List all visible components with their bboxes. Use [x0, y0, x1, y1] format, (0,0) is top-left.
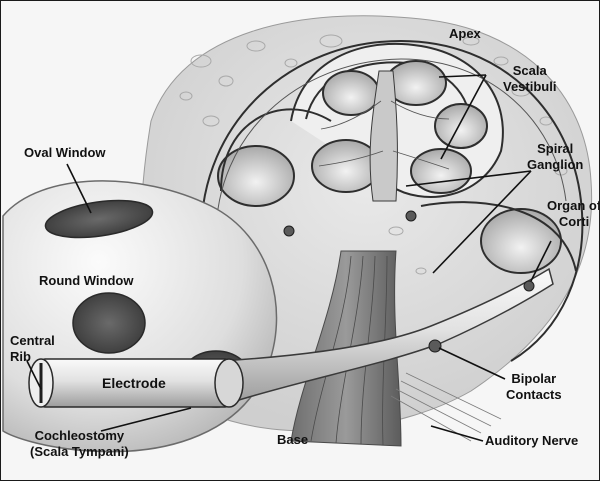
label-central-rib: Central Rib — [10, 333, 55, 365]
label-scala-vestibuli: Scala Vestibuli — [503, 63, 556, 95]
label-cochleostomy-line1: Cochleostomy — [30, 428, 129, 444]
label-spiral-ganglion: Spiral Ganglion — [527, 141, 583, 173]
label-electrode: Electrode — [102, 375, 166, 391]
label-bipolar-contacts-line1: Bipolar — [506, 371, 562, 387]
label-cochleostomy-line2: (Scala Tympani) — [30, 444, 129, 460]
label-auditory-nerve: Auditory Nerve — [485, 433, 578, 449]
label-round-window: Round Window — [39, 273, 133, 289]
label-scala-vestibuli-line1: Scala — [503, 63, 556, 79]
label-apex: Apex — [449, 26, 481, 42]
label-spiral-ganglion-line2: Ganglion — [527, 157, 583, 173]
label-spiral-ganglion-line1: Spiral — [527, 141, 583, 157]
label-base: Base — [277, 432, 308, 448]
label-organ-of-corti-line1: Organ of — [547, 198, 600, 214]
label-cochleostomy: Cochleostomy (Scala Tympani) — [30, 428, 129, 460]
label-bipolar-contacts-line2: Contacts — [506, 387, 562, 403]
label-organ-of-corti: Organ of Corti — [547, 198, 600, 230]
label-organ-of-corti-line2: Corti — [547, 214, 600, 230]
label-scala-vestibuli-line2: Vestibuli — [503, 79, 556, 95]
label-oval-window: Oval Window — [24, 145, 106, 161]
label-bipolar-contacts: Bipolar Contacts — [506, 371, 562, 403]
label-central-rib-line2: Rib — [10, 349, 55, 365]
label-central-rib-line1: Central — [10, 333, 55, 349]
